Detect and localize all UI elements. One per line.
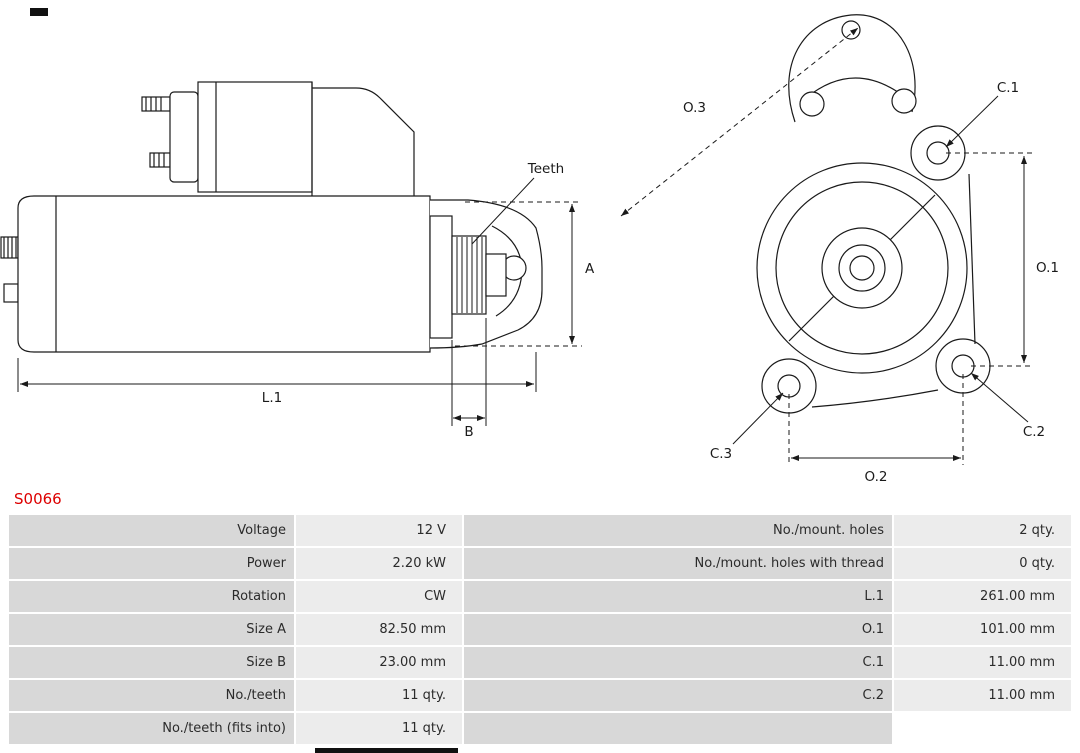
spec-value-right: 11.00 mm: [894, 680, 1071, 711]
spec-label-left: Rotation: [9, 581, 294, 612]
spec-label-right: No./mount. holes: [464, 515, 892, 546]
spec-label-left: No./teeth: [9, 680, 294, 711]
dim-label-l1: L.1: [262, 390, 282, 406]
table-row: Size B 23.00 mm C.1 11.00 mm: [9, 647, 1071, 678]
dim-label-c2: C.2: [1023, 424, 1045, 440]
spec-label-right: C.1: [464, 647, 892, 678]
side-view: [0, 81, 543, 353]
spec-label-left: No./teeth (fits into): [9, 713, 294, 744]
table-row: Power 2.20 kW No./mount. holes with thre…: [9, 548, 1071, 579]
spec-value-right: 2 qty.: [894, 515, 1071, 546]
table-row: Voltage 12 V No./mount. holes 2 qty.: [9, 515, 1071, 546]
spec-value-right: 0 qty.: [894, 548, 1071, 579]
decorative-mark-bottom: [315, 748, 458, 753]
spec-label-left: Power: [9, 548, 294, 579]
dim-label-teeth: Teeth: [527, 161, 564, 177]
spec-label-left: Size A: [9, 614, 294, 645]
front-view: [756, 14, 991, 414]
front-view-dimensions: [620, 27, 1032, 465]
spec-label-left: Size B: [9, 647, 294, 678]
spec-value-left: 12 V: [296, 515, 462, 546]
spec-label-right: L.1: [464, 581, 892, 612]
spec-value-left: CW: [296, 581, 462, 612]
dim-label-b: B: [464, 424, 473, 440]
pinion-teeth-hatch: [456, 237, 483, 313]
part-number: S0066: [14, 490, 62, 508]
spec-value-left: 11 qty.: [296, 713, 462, 744]
spec-value-right: 11.00 mm: [894, 647, 1071, 678]
spec-value-right: [894, 713, 1071, 744]
dim-label-o1: O.1: [1036, 260, 1059, 276]
spec-table: Voltage 12 V No./mount. holes 2 qty. Pow…: [9, 515, 1071, 744]
spec-value-right: 261.00 mm: [894, 581, 1071, 612]
dim-label-a: A: [585, 261, 595, 277]
dim-label-o2: O.2: [865, 469, 888, 485]
decorative-mark-top: [30, 8, 48, 16]
spec-value-left: 11 qty.: [296, 680, 462, 711]
table-row: Rotation CW L.1 261.00 mm: [9, 581, 1071, 612]
spec-value-left: 23.00 mm: [296, 647, 462, 678]
spec-label-right: No./mount. holes with thread: [464, 548, 892, 579]
technical-drawing: Teeth A L.1 B: [0, 14, 1059, 485]
table-row: Size A 82.50 mm O.1 101.00 mm: [9, 614, 1071, 645]
spec-value-left: 2.20 kW: [296, 548, 462, 579]
side-view-dimensions: [17, 177, 582, 426]
spec-value-right: 101.00 mm: [894, 614, 1071, 645]
table-row: No./teeth (fits into) 11 qty.: [9, 713, 1071, 744]
spec-value-left: 82.50 mm: [296, 614, 462, 645]
spec-label-left: Voltage: [9, 515, 294, 546]
spec-section: S0066 Voltage 12 V No./mount. holes 2 qt…: [9, 487, 1071, 746]
dim-label-c3: C.3: [710, 446, 732, 462]
spec-label-right: O.1: [464, 614, 892, 645]
table-row: No./teeth 11 qty. C.2 11.00 mm: [9, 680, 1071, 711]
dim-label-c1: C.1: [997, 80, 1019, 96]
starter-motor-drawing: Teeth A L.1 B: [0, 14, 1059, 485]
spec-label-right: C.2: [464, 680, 892, 711]
dim-label-o3: O.3: [683, 100, 706, 116]
spec-label-right: [464, 713, 892, 744]
